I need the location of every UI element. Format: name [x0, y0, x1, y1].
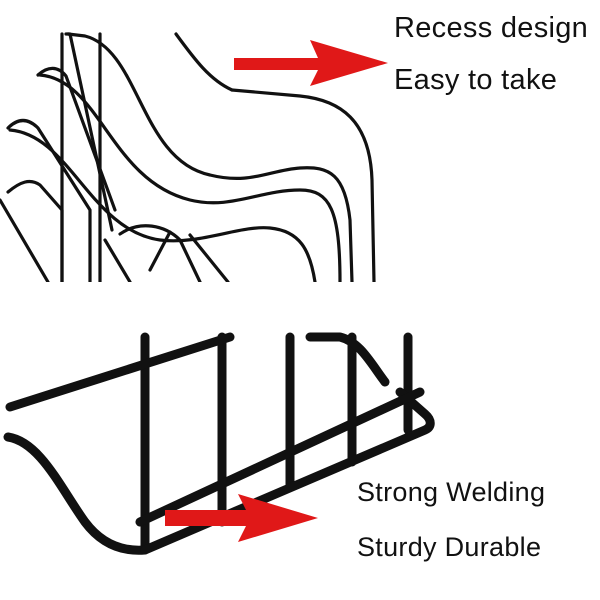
- rack-wire-frame-bottom: [3, 332, 435, 555]
- rack-wire-frame: [0, 32, 376, 282]
- recess-design-photo: Recess design Easy to take: [0, 0, 600, 282]
- arrow-icon: [165, 494, 318, 542]
- feature-caption-durable: Sturdy Durable: [357, 532, 542, 562]
- feature-caption-welding: Strong Welding: [357, 477, 546, 507]
- rack-bottom-illustration: [3, 332, 435, 555]
- feature-caption-recess: Recess design: [394, 12, 589, 44]
- arrow-icon: [234, 40, 388, 86]
- strong-welding-photo: Strong Welding Sturdy Durable: [0, 282, 600, 600]
- feature-caption-easy: Easy to take: [394, 64, 558, 96]
- rack-top-illustration: [0, 32, 388, 282]
